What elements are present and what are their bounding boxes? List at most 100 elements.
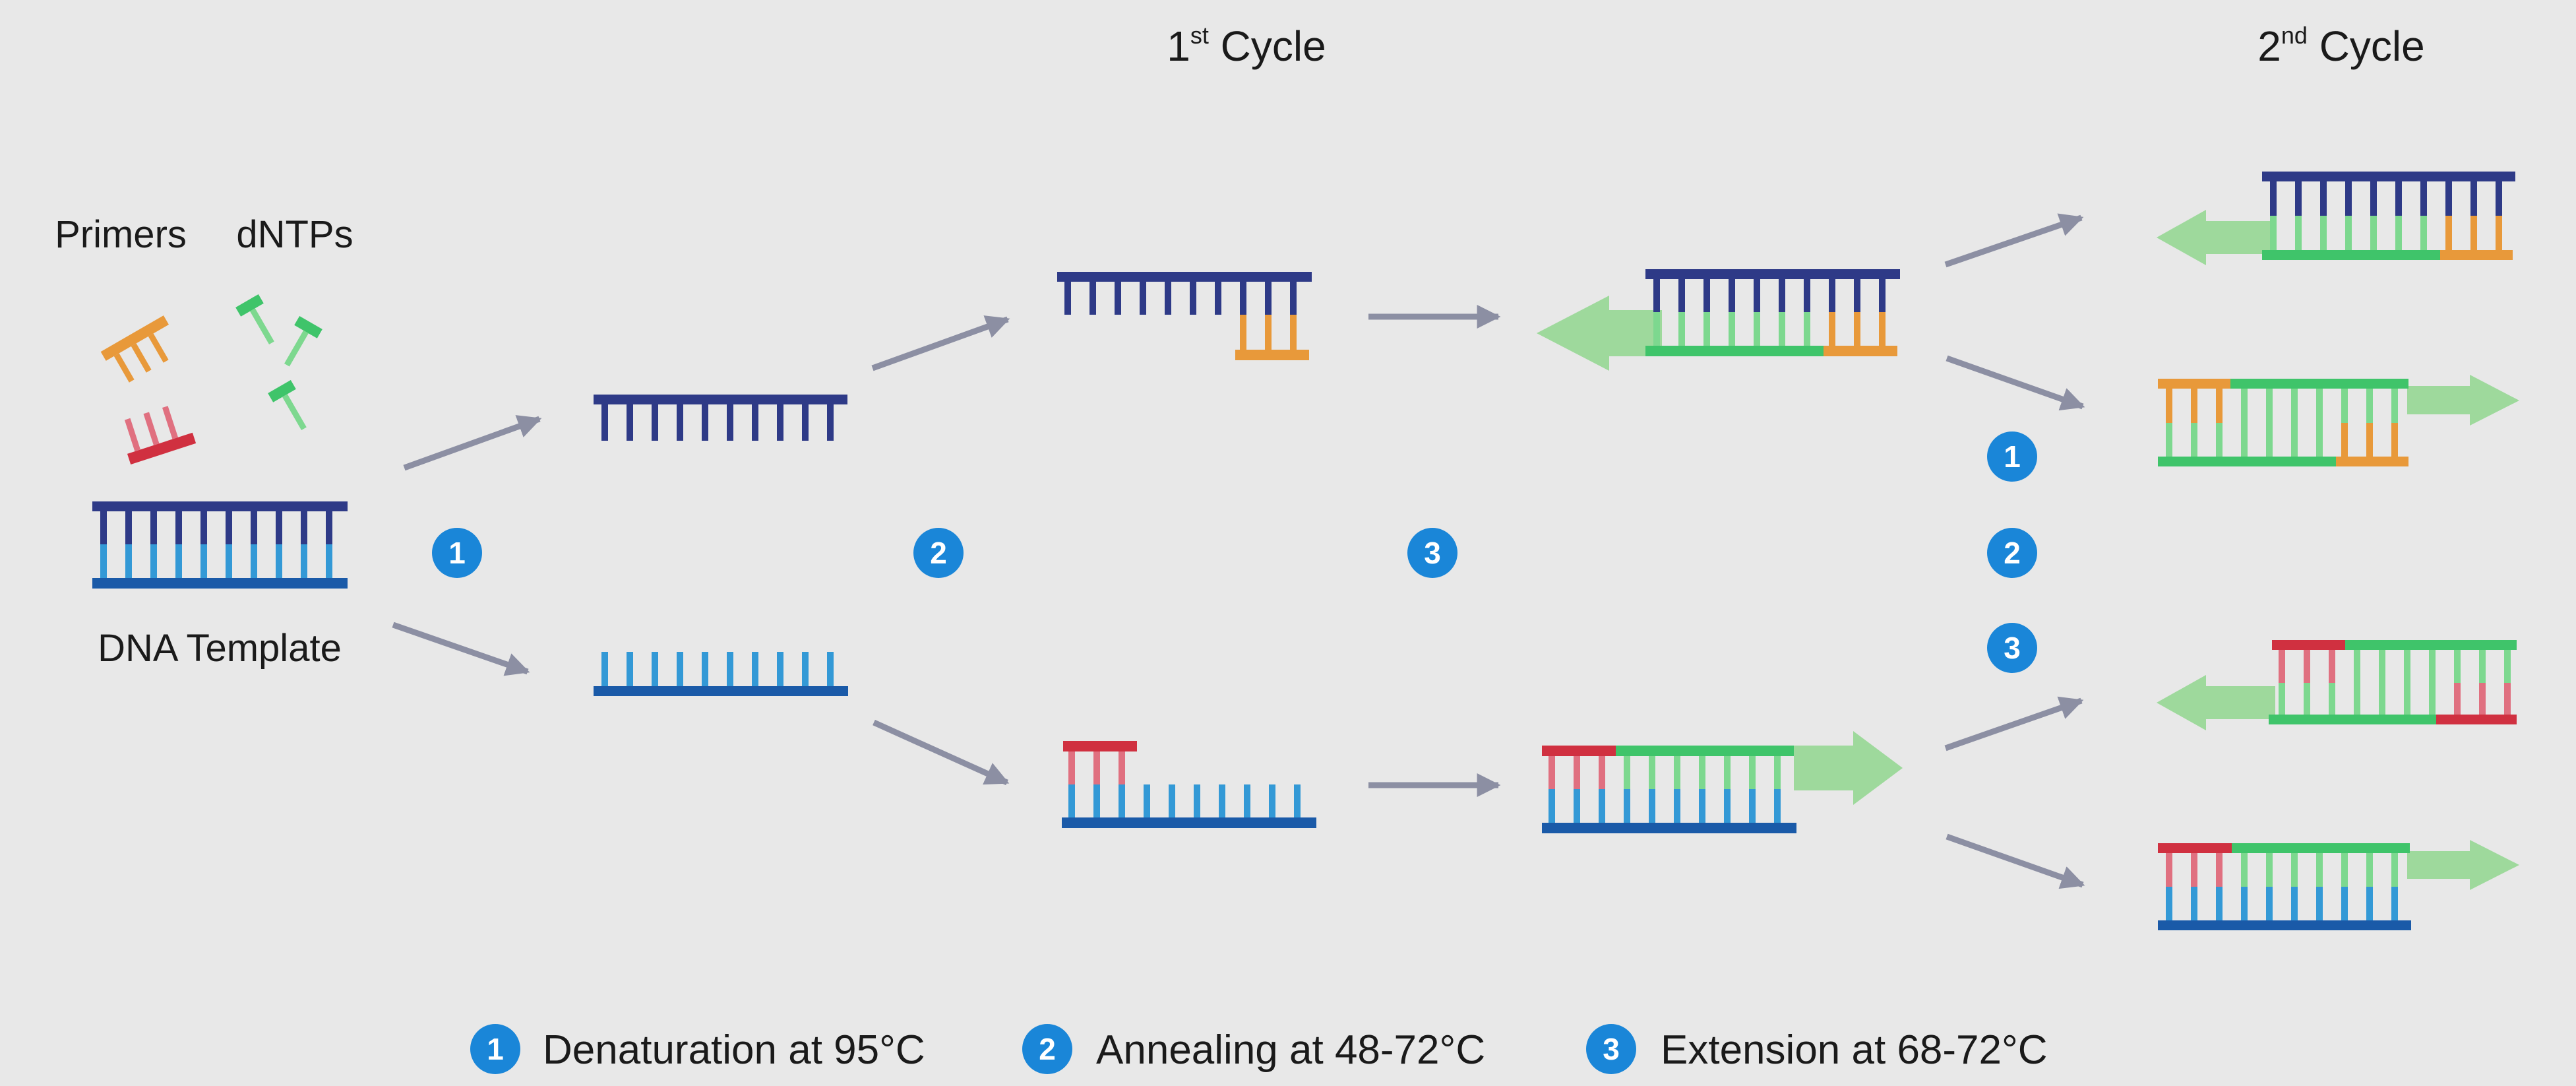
base-rung (1093, 751, 1100, 784)
free-primer-red (124, 406, 197, 465)
cycle1-title: 1st Cycle (1167, 22, 1326, 70)
base-rung (2270, 181, 2277, 216)
base-rung (802, 652, 809, 686)
base-rung (2166, 389, 2172, 423)
base-rung (1169, 784, 1175, 817)
svg-text:3: 3 (1424, 536, 1441, 570)
base-rung (1068, 784, 1075, 817)
base-rung (752, 652, 758, 686)
base-rung (1064, 282, 1071, 315)
base-rung (652, 652, 658, 686)
base-rung (777, 652, 783, 686)
base-rung (601, 652, 608, 686)
base-rung (150, 511, 157, 544)
base-rung (727, 404, 733, 441)
step-badge-2: 2 (913, 528, 964, 578)
dntps-label: dNTPs (236, 213, 353, 256)
base-rung (100, 511, 107, 544)
base-rung (1194, 784, 1200, 817)
base-rung (2216, 389, 2223, 423)
arrow-bottom-to-annealed (873, 719, 1010, 786)
base-rung (251, 511, 257, 544)
base-rung (1599, 756, 1605, 789)
base-rung (1703, 279, 1710, 312)
base-rung (2345, 181, 2352, 216)
base-rung (301, 511, 307, 544)
base-rung (2370, 216, 2377, 250)
base-rung (627, 652, 633, 686)
base-rung (1140, 282, 1146, 315)
svg-text:2: 2 (1039, 1032, 1056, 1066)
base-rung (752, 404, 758, 441)
base-rung (1265, 282, 1272, 315)
base-rung (1624, 789, 1630, 823)
base-rung (2345, 216, 2352, 250)
base-rung (1703, 312, 1710, 346)
arrow-top-to-annealed (871, 315, 1010, 371)
base-rung (1549, 789, 1555, 823)
base-rung (2395, 181, 2402, 216)
base-rung (2316, 389, 2323, 457)
base-rung (1879, 312, 1886, 346)
base-rung (702, 652, 708, 686)
arrow-cycle2-4 (1946, 833, 2085, 889)
base-rung (2504, 683, 2511, 715)
base-rung (2379, 650, 2385, 715)
step-badge-1: 1 (432, 528, 482, 578)
base-rung (1724, 789, 1731, 823)
base-rung (1649, 789, 1655, 823)
base-rung (2316, 887, 2323, 920)
base-rung (1653, 279, 1660, 312)
base-rung (1624, 756, 1630, 789)
base-rung (2166, 853, 2172, 887)
base-rung (1165, 282, 1171, 315)
base-rung (1068, 751, 1075, 784)
base-rung (1294, 784, 1301, 817)
base-rung (1290, 315, 1297, 350)
base-rung (2191, 389, 2197, 423)
cycle2-product-2 (2158, 375, 2519, 466)
base-rung (2241, 853, 2248, 887)
base-rung (1290, 282, 1297, 315)
annealed-top (1057, 272, 1312, 360)
base-rung (2291, 853, 2298, 887)
svg-text:1: 1 (448, 536, 466, 570)
base-rung (2279, 650, 2285, 683)
base-rung (1115, 282, 1121, 315)
base-rung (2391, 389, 2398, 423)
svg-text:3: 3 (1603, 1032, 1620, 1066)
legend-item-denaturation: 1 Denaturation at 95°C (470, 1024, 925, 1074)
base-rung (175, 511, 182, 544)
base-rung (1729, 279, 1735, 312)
base-rung (1089, 282, 1096, 315)
base-rung (1649, 756, 1655, 789)
dna-template (92, 501, 348, 589)
legend: 1 Denaturation at 95°C 2 Annealing at 48… (470, 1024, 2048, 1074)
arrow-cycle2-3 (1944, 696, 2084, 751)
svg-text:Annealing at 48-72°C: Annealing at 48-72°C (1096, 1027, 1485, 1073)
base-rung (2241, 887, 2248, 920)
base-rung (1678, 279, 1685, 312)
base-rung (1678, 312, 1685, 346)
base-rung (1674, 789, 1680, 823)
base-rung (2366, 887, 2373, 920)
base-rung (2216, 423, 2223, 457)
base-rung (2445, 216, 2452, 250)
base-rung (2295, 181, 2302, 216)
base-rung (677, 652, 683, 686)
base-rung (1779, 312, 1785, 346)
base-rung (702, 404, 708, 441)
process-arrows (392, 213, 2085, 889)
free-primer-orange (100, 315, 169, 383)
base-rung (652, 404, 658, 441)
svg-text:Denaturation at 95°C: Denaturation at 95°C (543, 1027, 925, 1073)
svg-text:2: 2 (930, 536, 947, 570)
svg-text:Extension at 68-72°C: Extension at 68-72°C (1661, 1027, 2048, 1073)
base-rung (2370, 181, 2377, 216)
base-rung (2295, 216, 2302, 250)
base-rung (2291, 389, 2298, 457)
base-rung (1854, 312, 1860, 346)
base-rung (1144, 784, 1150, 817)
base-rung (2341, 853, 2348, 887)
base-rung (2341, 389, 2348, 423)
